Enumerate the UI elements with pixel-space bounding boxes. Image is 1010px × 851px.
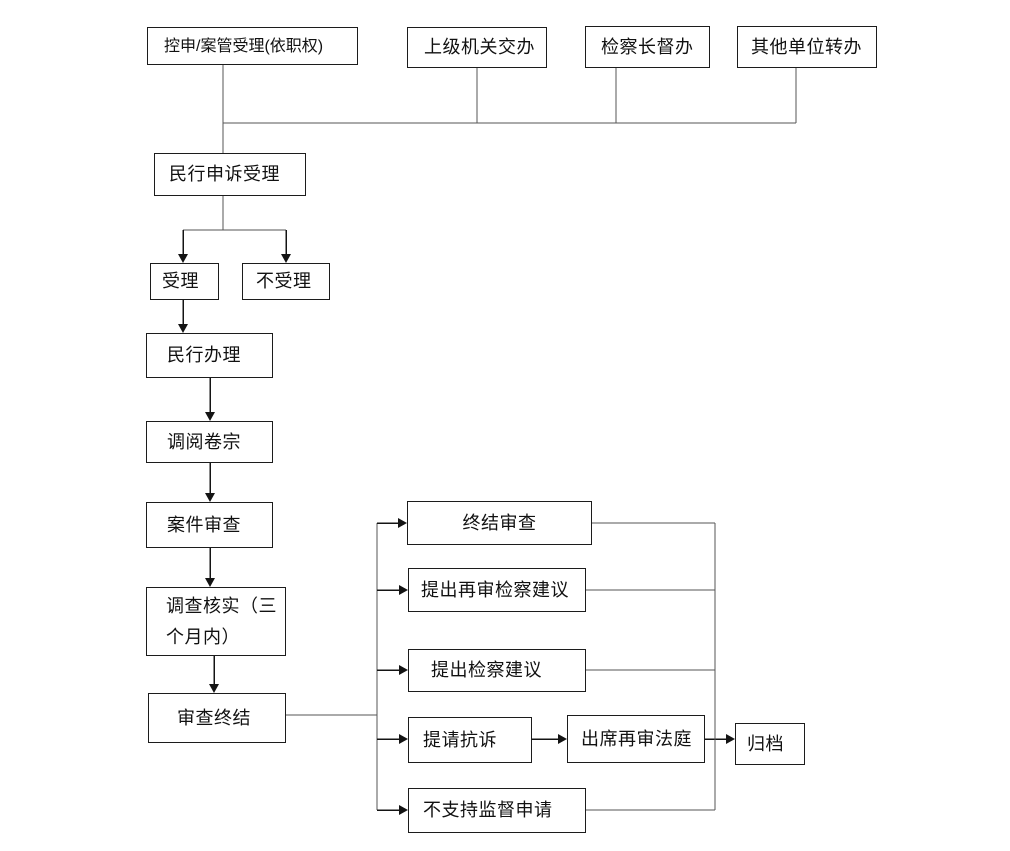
arrowhead-branch-5 bbox=[399, 805, 408, 815]
arrowhead-to-diaocha bbox=[205, 578, 215, 587]
node-kongshen-anguan-shouli: 控申/案管受理(依职权) bbox=[147, 27, 358, 65]
node-shangji-jiguan-jiaoban: 上级机关交办 bbox=[407, 27, 547, 68]
node-zhongjie-shencha: 终结审查 bbox=[407, 501, 592, 545]
node-buzhichi-jiandu-shenqing: 不支持监督申请 bbox=[408, 788, 586, 833]
arrowhead-to-chuxi bbox=[558, 734, 567, 744]
node-anjian-shencha: 案件审查 bbox=[146, 502, 273, 548]
node-tiqing-kangsu: 提请抗诉 bbox=[408, 717, 532, 763]
arrowhead-to-bushouli bbox=[281, 254, 291, 263]
node-minxing-banli: 民行办理 bbox=[146, 333, 273, 378]
arrowhead-branch-3 bbox=[399, 665, 408, 675]
node-jianchazhang-duban: 检察长督办 bbox=[585, 26, 710, 68]
arrowhead-branch-4 bbox=[399, 734, 408, 744]
node-jiancha-jianyi: 提出检察建议 bbox=[408, 649, 586, 692]
arrowhead-branch-1 bbox=[398, 518, 407, 528]
arrowhead-to-shouli bbox=[178, 254, 188, 263]
node-shencha-zhongjie: 审查终结 bbox=[148, 693, 286, 743]
node-qita-danwei-zhuanban: 其他单位转办 bbox=[737, 26, 877, 68]
arrowhead-branch-2 bbox=[399, 585, 408, 595]
node-shouli: 受理 bbox=[150, 263, 219, 300]
arrowhead-to-shencha-zhongjie bbox=[209, 684, 219, 693]
node-minxing-shensu-shouli: 民行申诉受理 bbox=[154, 153, 306, 196]
arrowhead-to-diaoyue bbox=[205, 412, 215, 421]
node-guidang: 归档 bbox=[735, 723, 805, 765]
node-chuxi-zaishen-fating: 出席再审法庭 bbox=[567, 715, 705, 763]
arrowhead-to-anjian bbox=[205, 493, 215, 502]
node-bu-shouli: 不受理 bbox=[242, 263, 330, 300]
arrowhead-to-guidang bbox=[726, 734, 735, 744]
node-diaocha-heshi: 调查核实（三 个月内） bbox=[146, 587, 286, 656]
node-zaishen-jiancha-jianyi: 提出再审检察建议 bbox=[408, 568, 586, 612]
arrowhead-to-minxing-banli bbox=[178, 324, 188, 333]
node-diaoyue-juanzong: 调阅卷宗 bbox=[146, 421, 273, 463]
